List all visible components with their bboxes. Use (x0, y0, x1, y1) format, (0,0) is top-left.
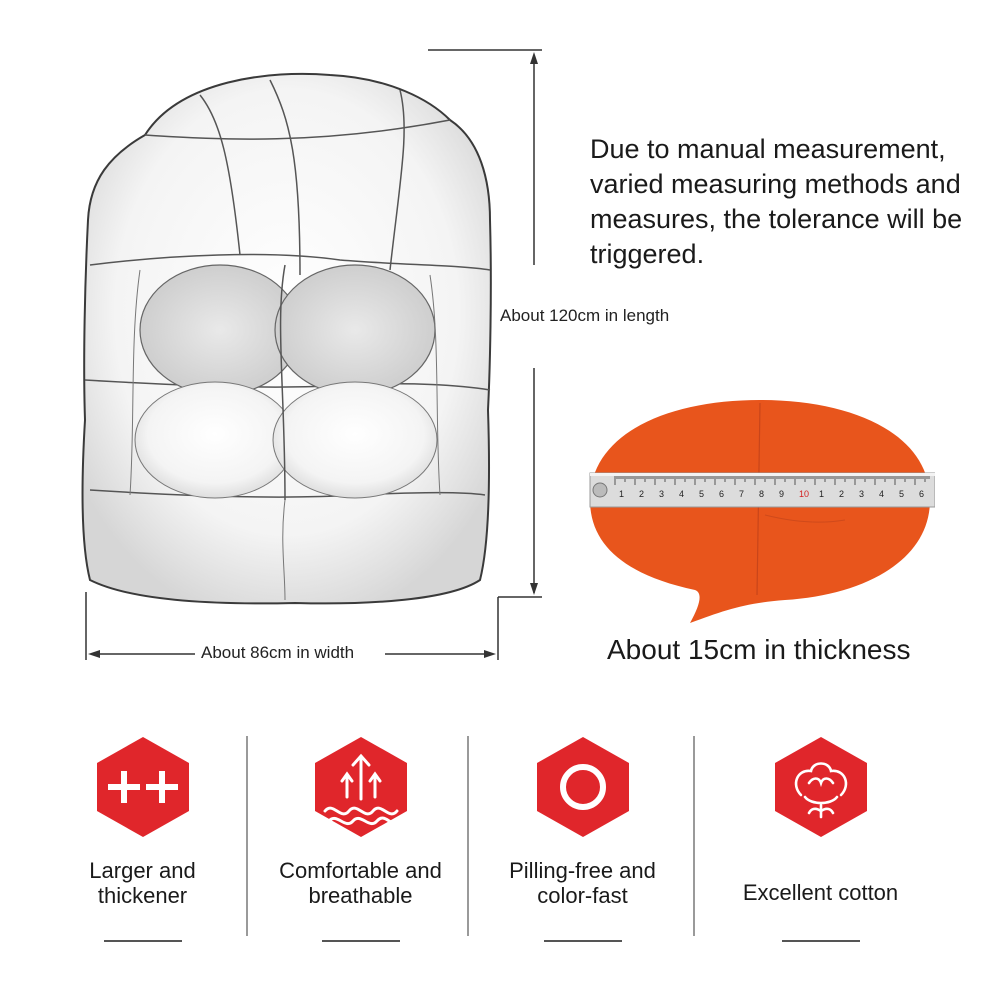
tape-number: 2 (839, 489, 844, 499)
feature-underline (781, 940, 860, 942)
tape-number: 7 (739, 489, 744, 499)
feature-divider (693, 736, 695, 936)
feature-cotton: Excellent cotton (708, 730, 933, 970)
tape-number: 6 (719, 489, 724, 499)
ring-icon (536, 737, 629, 837)
tape-number: 6 (919, 489, 924, 499)
feature-underline (321, 940, 400, 942)
tolerance-note: Due to manual measurement, varied measur… (590, 134, 963, 269)
tape-number: 5 (699, 489, 704, 499)
cotton-flower-icon (774, 737, 867, 837)
feature-label: Excellent cotton (742, 880, 899, 905)
tape-number: 10 (799, 489, 809, 499)
tape-number: 9 (779, 489, 784, 499)
feature-underline (543, 940, 622, 942)
tape-number: 5 (899, 489, 904, 499)
tape-number: 1 (619, 489, 624, 499)
plus-plus-icon (96, 737, 189, 837)
feature-divider (246, 736, 248, 936)
thickness-label: About 15cm in thickness (607, 634, 911, 665)
tape-number: 8 (759, 489, 764, 499)
feature-divider (467, 736, 469, 936)
length-label: About 120cm in length (500, 306, 670, 326)
tape-number: 2 (639, 489, 644, 499)
cushion-sketch (81, 72, 492, 605)
width-label: About 86cm in width (198, 643, 358, 663)
tape-number: 1 (819, 489, 824, 499)
feature-underline (103, 940, 182, 942)
tape-number: 3 (859, 489, 864, 499)
thickness-bubble: 1 2 3 4 5 6 7 8 9 10 1 2 3 4 5 6 (589, 400, 935, 623)
tape-number: 3 (659, 489, 664, 499)
tape-number: 4 (879, 489, 884, 499)
breathable-arrows-icon (314, 737, 407, 837)
tape-number: 4 (679, 489, 684, 499)
